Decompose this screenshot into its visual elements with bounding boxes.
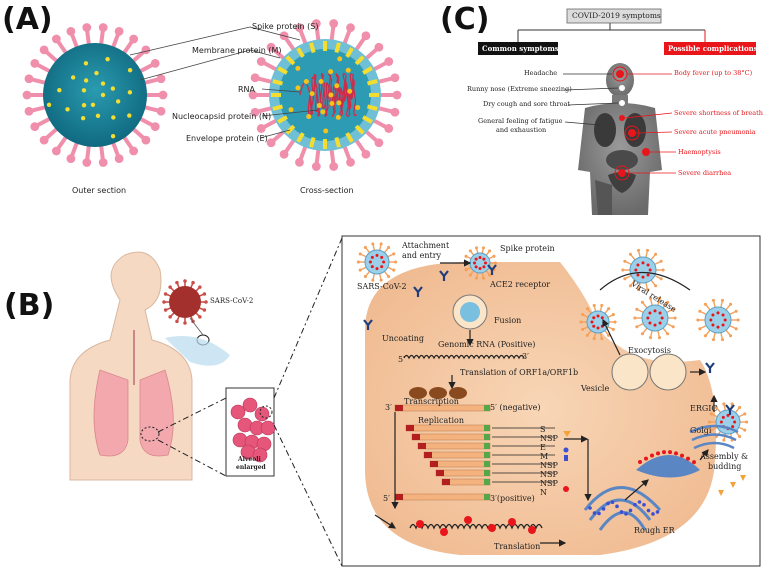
symptom-fatigue-2: and exhaustion	[496, 126, 547, 134]
rna-3prime: 3′	[522, 352, 529, 361]
outer-section-caption: Outer section	[72, 186, 127, 195]
ribosomes	[409, 387, 467, 399]
assembly-label-1: Assembly &	[700, 452, 749, 461]
symptom-runny-nose: Runny nose (Extreme sneezing)	[467, 85, 572, 93]
complication-breath: Severe shortness of breath	[674, 109, 763, 117]
protein-glyphs	[563, 431, 571, 492]
ergic-label: ERGIC	[690, 404, 718, 413]
panel-a-label: (A)	[2, 2, 53, 37]
panel-a-callouts	[129, 26, 319, 139]
translation-orf-label: Translation of ORF1a/ORF1b	[460, 368, 579, 377]
complication-fever: Body fever (up to 38°C)	[674, 69, 753, 77]
ace2-receptors	[363, 264, 735, 415]
complication-pneumonia: Severe acute pneumonia	[674, 128, 756, 136]
cross-section-virus	[248, 19, 402, 171]
sars-cov-2-particle-left	[162, 279, 208, 325]
zoom-dashes-left	[157, 237, 343, 567]
complication-diarrhea: Severe diarrhea	[678, 169, 732, 177]
protein-label: E	[540, 443, 546, 452]
rough-er-label: Rough ER	[634, 526, 675, 535]
alveoli-label-2: enlarged	[236, 464, 266, 471]
exocytosis-label: Exocytosis	[628, 346, 671, 355]
protein-label: NSP	[540, 479, 558, 488]
panel-c-label: (C)	[440, 2, 490, 37]
symptom-fatigue-1: General feeling of fatigue	[478, 117, 563, 125]
rna-label: RNA	[238, 85, 256, 94]
membrane-protein-label: Membrane protein (M)	[192, 46, 282, 55]
protein-label: S	[540, 425, 546, 434]
human-body-figure	[578, 63, 662, 215]
panel-b-label: (B)	[4, 288, 55, 323]
panel-c-tree	[517, 22, 706, 42]
genomic-rna-label: Genomic RNA (Positive)	[438, 340, 536, 349]
spike-protein-b-label: Spike protein	[500, 244, 555, 253]
translation-label: Translation	[494, 542, 541, 551]
nucleocapsid-label: Nucleocapsid protein (N)	[172, 112, 272, 121]
spike-protein-label: Spike protein (S)	[252, 22, 319, 31]
positive-label: 3′(positive)	[490, 494, 535, 503]
human-lungs-figure	[69, 251, 210, 481]
symptom-dry-cough: Dry cough and sore throat	[483, 100, 571, 108]
protein-label: NSP	[540, 470, 558, 479]
complication-callouts	[624, 73, 676, 174]
sars-cov-2-label: SARS-CoV-2	[357, 282, 407, 291]
outer-section-virus	[22, 23, 168, 167]
golgi-apparatus	[689, 424, 739, 450]
vesicle	[611, 353, 687, 391]
virus-label: SARS-CoV-2	[210, 297, 254, 305]
cross-section-caption: Cross-section	[300, 186, 354, 195]
uncoating-label: Uncoating	[382, 334, 425, 343]
protein-label: M	[540, 452, 549, 461]
replication-label: Replication	[418, 416, 464, 425]
common-callouts	[563, 73, 619, 126]
positive-5prime: 5′	[383, 494, 390, 503]
vesicle-label: Vesicle	[581, 384, 610, 393]
protein-label: N	[540, 488, 547, 497]
symptom-headache: Headache	[524, 69, 558, 77]
ace2-label: ACE2 receptor	[490, 280, 551, 289]
flow-arrows	[374, 259, 718, 547]
fusion-label: Fusion	[494, 316, 522, 325]
golgi-label: Golgi	[690, 426, 712, 435]
common-symptoms-header: Common symptoms	[482, 44, 559, 53]
attachment-label-2: and entry	[402, 251, 442, 260]
complications-header-box	[664, 42, 756, 55]
envelope-protein-label: Envelope protein (E)	[186, 134, 268, 143]
transcription-label: Transcription	[404, 397, 459, 406]
rna-5prime: 5′	[398, 355, 405, 364]
protein-label: NSP	[540, 461, 558, 470]
common-header-box	[478, 42, 558, 55]
transcript-3prime: 3′	[385, 403, 392, 412]
symptoms-title: COVID-2019 symptoms	[572, 11, 661, 20]
protein-label: NSP	[540, 434, 558, 443]
negative-label: 5′ (negative)	[490, 403, 541, 412]
complications-header: Possible complications	[668, 44, 758, 53]
assembly-label-2: budding	[708, 462, 742, 471]
symptoms-title-box	[566, 8, 662, 24]
complication-haemoptysis: Haemoptysis	[678, 148, 721, 156]
alveoli-label-1: Alveoli	[238, 456, 261, 463]
attachment-label-1: Attachment	[402, 241, 450, 250]
